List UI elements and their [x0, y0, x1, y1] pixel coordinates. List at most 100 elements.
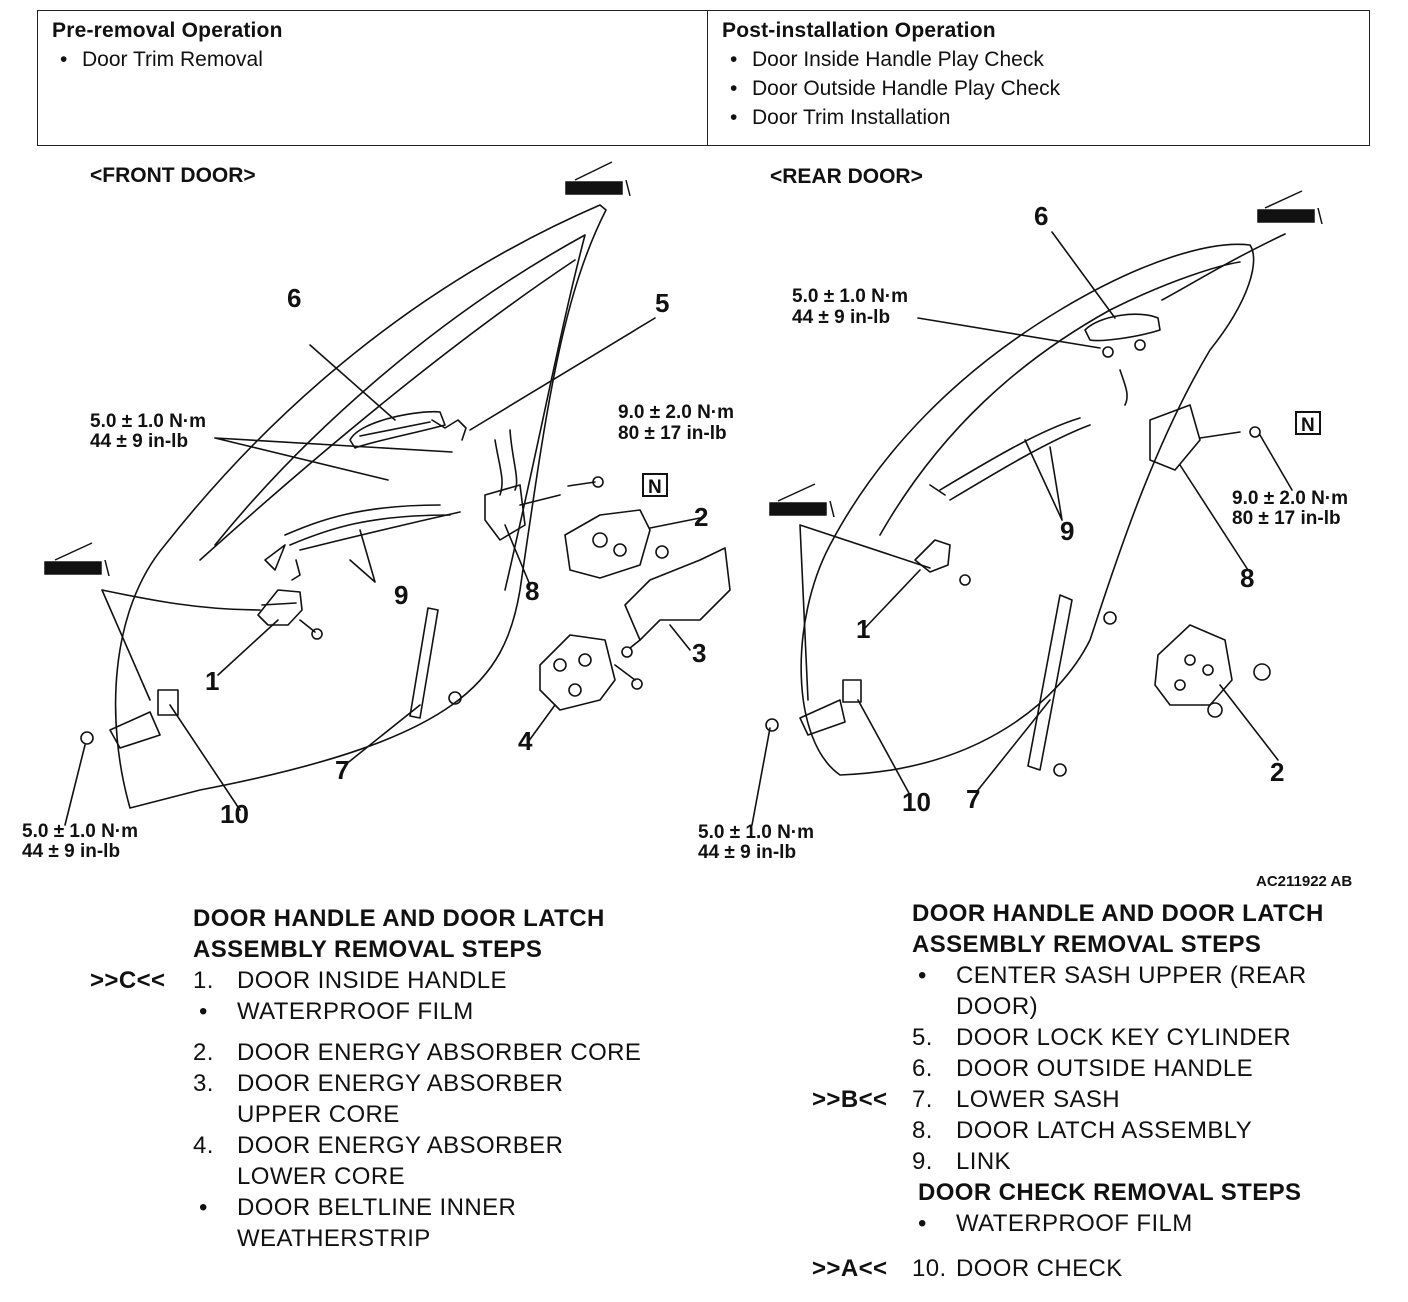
grease-gun-icon — [565, 161, 631, 197]
step-text: DOOR LATCH ASSEMBLY — [956, 1117, 1253, 1144]
step-text: LINK — [956, 1148, 1011, 1175]
step-row: >>B<< 7. LOWER SASH — [812, 1084, 1392, 1115]
torque-label: 5.0 ± 1.0 N·m — [698, 822, 814, 843]
figure-code: AC211922 AB — [1256, 873, 1352, 890]
front-outside-handle — [349, 410, 467, 449]
bullet: • — [199, 998, 208, 1025]
bullet: • — [199, 1194, 208, 1221]
step-number: 3. — [193, 1070, 214, 1097]
front-door-window-inner — [214, 234, 586, 591]
grease-gun-icon — [1257, 190, 1323, 225]
rear-lower-sash — [1027, 594, 1073, 771]
step-number: 9. — [912, 1148, 933, 1175]
callout-number: 7 — [335, 755, 349, 785]
front-absorber-core — [564, 509, 669, 579]
callout-number: 4 — [518, 726, 533, 756]
new-part-mark-box — [1295, 411, 1321, 435]
section-heading: ASSEMBLY REMOVAL STEPS — [912, 931, 1262, 958]
callout-number: 2 — [1270, 757, 1284, 787]
pre-removal-panel: Pre-removal Operation Door Trim Removal — [38, 11, 708, 145]
step-number: 7. — [912, 1086, 933, 1113]
bullet: • — [918, 962, 927, 989]
step-number: 8. — [912, 1117, 933, 1144]
callout-number: 5 — [655, 288, 669, 318]
step-text: DOOR ENERGY ABSORBER CORE — [237, 1039, 642, 1066]
callout-number: 3 — [692, 638, 706, 668]
step-number: 2. — [193, 1039, 214, 1066]
step-row: 8. DOOR LATCH ASSEMBLY — [812, 1115, 1392, 1146]
front-link-rod — [284, 504, 441, 536]
front-door-latch — [484, 429, 604, 541]
rear-outside-handle — [1084, 313, 1161, 358]
post-installation-title: Post-installation Operation — [722, 19, 996, 42]
pre-removal-list: Door Trim Removal — [52, 45, 693, 74]
torque-label: 44 ± 9 in-lb — [792, 307, 890, 328]
torque-label: 80 ± 17 in-lb — [618, 423, 727, 444]
post-installation-item: Door Outside Handle Play Check — [722, 74, 1355, 103]
grease-gun-icon — [769, 483, 835, 518]
door-exploded-diagram: <FRONT DOOR> <REAR DOOR> AC211922 AB N N… — [22, 161, 1352, 890]
callout-number: 9 — [1060, 516, 1074, 546]
new-part-mark-box — [642, 473, 668, 497]
post-installation-list: Door Inside Handle Play Check Door Outsi… — [722, 45, 1355, 132]
post-installation-item: Door Trim Installation — [722, 103, 1355, 132]
step-number: 4. — [193, 1132, 214, 1159]
rear-door-title: <REAR DOOR> — [770, 165, 923, 188]
service-marker: >>B<< — [812, 1086, 888, 1113]
torque-label: 5.0 ± 1.0 N·m — [22, 821, 138, 842]
step-text: CENTER SASH UPPER (REAR — [956, 962, 1307, 989]
callout-number: 1 — [205, 666, 219, 696]
step-text: LOWER SASH — [956, 1086, 1121, 1113]
step-row: 4.DOOR ENERGY ABSORBER — [90, 1130, 710, 1161]
rear-door-outline — [800, 243, 1255, 776]
rear-door-latch — [1149, 404, 1261, 471]
front-absorber-upper-core — [621, 547, 731, 658]
callout-number: 8 — [1240, 563, 1254, 593]
post-installation-panel: Post-installation Operation Door Inside … — [708, 11, 1369, 145]
step-row: 2. DOOR ENERGY ABSORBER CORE — [90, 1037, 710, 1068]
front-inside-handle — [257, 589, 323, 640]
torque-label: 80 ± 17 in-lb — [1232, 508, 1341, 529]
torque-label: 44 ± 9 in-lb — [90, 431, 188, 452]
step-text: DOOR OUTSIDE HANDLE — [956, 1055, 1253, 1082]
step-text: DOOR ENERGY ABSORBER — [237, 1070, 564, 1097]
step-text: DOOR INSIDE HANDLE — [237, 967, 507, 994]
torque-label: 5.0 ± 1.0 N·m — [90, 411, 206, 432]
left-removal-steps: DOOR HANDLE AND DOOR LATCH ASSEMBLY REMO… — [90, 903, 710, 1254]
callout-number: 6 — [287, 283, 301, 313]
new-part-mark: N — [648, 477, 662, 498]
step-row: • CENTER SASH UPPER (REAR — [812, 960, 1392, 991]
step-text: WATERPROOF FILM — [237, 998, 474, 1025]
step-number: 1. — [193, 967, 214, 994]
rear-door-window-inner — [879, 261, 1241, 536]
step-text: WATERPROOF FILM — [956, 1210, 1193, 1237]
step-row: >>C<< 1.DOOR INSIDE HANDLE — [90, 965, 710, 996]
step-row: >>A<< 10.DOOR CHECK — [812, 1253, 1392, 1284]
service-marker: >>A<< — [812, 1255, 888, 1282]
step-row-continued: WEATHERSTRIP — [237, 1225, 431, 1252]
new-part-mark: N — [1301, 415, 1315, 436]
rear-door-check — [765, 679, 862, 736]
section-heading: DOOR HANDLE AND DOOR LATCH — [193, 905, 605, 932]
step-row: • DOOR BELTLINE INNER — [90, 1192, 710, 1223]
step-number: 10. — [912, 1255, 947, 1282]
step-row: • WATERPROOF FILM — [90, 996, 710, 1027]
pre-removal-item: Door Trim Removal — [52, 45, 693, 74]
step-number: 5. — [912, 1024, 933, 1051]
step-row-continued: DOOR) — [956, 993, 1038, 1020]
rear-absorber-core — [1154, 624, 1271, 718]
section-heading: DOOR HANDLE AND DOOR LATCH — [912, 900, 1324, 927]
torque-label: 44 ± 9 in-lb — [22, 841, 120, 862]
step-number: 6. — [912, 1055, 933, 1082]
callout-number: 10 — [902, 787, 931, 817]
step-row: 5.DOOR LOCK KEY CYLINDER — [812, 1022, 1392, 1053]
torque-label: 9.0 ± 2.0 N·m — [618, 402, 734, 423]
step-row: 9. LINK — [812, 1146, 1392, 1177]
bullet: • — [918, 1210, 927, 1237]
rear-link-rod — [939, 417, 1081, 491]
pre-removal-title: Pre-removal Operation — [52, 19, 283, 42]
grease-gun-icon — [44, 542, 110, 577]
step-row: 6. DOOR OUTSIDE HANDLE — [812, 1053, 1392, 1084]
step-text: DOOR BELTLINE INNER — [237, 1194, 517, 1221]
section-heading: DOOR CHECK REMOVAL STEPS — [918, 1179, 1302, 1206]
